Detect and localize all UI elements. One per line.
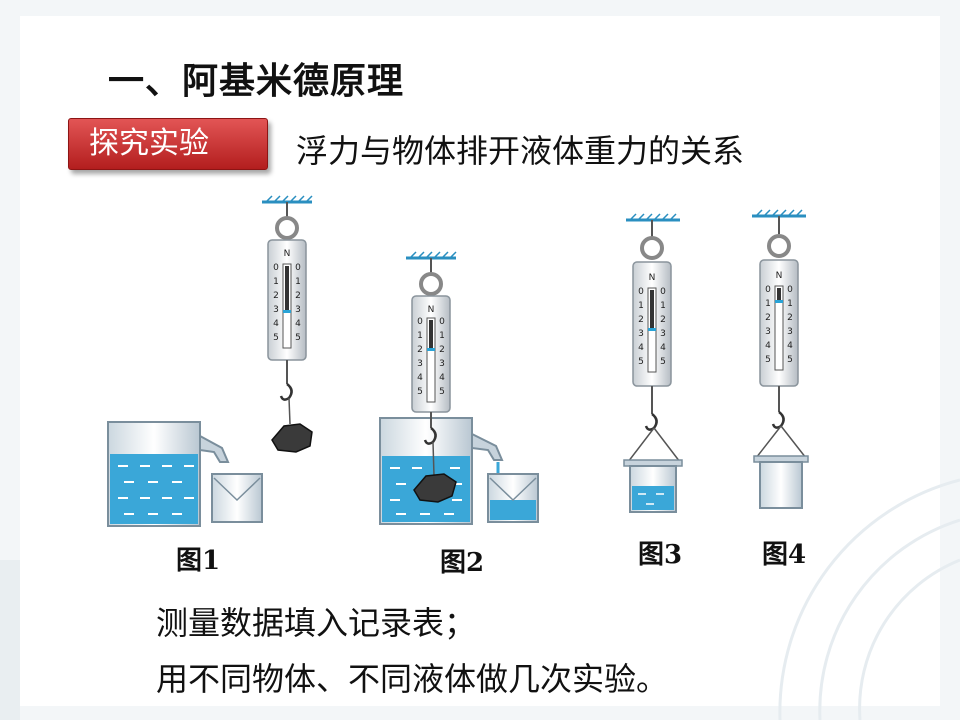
scale-tick-label: 2 bbox=[787, 313, 793, 323]
figure-4-diagram bbox=[752, 209, 809, 509]
spring-scale-1 bbox=[262, 195, 313, 425]
scale-tick-label: 4 bbox=[439, 373, 445, 383]
scale-tick-label: 3 bbox=[660, 329, 666, 339]
scale-unit-3: N bbox=[649, 273, 656, 283]
scale-tick-label: 2 bbox=[765, 313, 771, 323]
scale-tick-label: 2 bbox=[638, 315, 644, 325]
figure-3-diagram bbox=[623, 213, 683, 513]
scale-tick-label: 0 bbox=[295, 263, 301, 273]
scale-tick-label: 3 bbox=[787, 327, 793, 337]
scale-tick-label: 1 bbox=[295, 277, 301, 287]
overflow-beaker-1 bbox=[107, 421, 230, 527]
scale-tick-label: 1 bbox=[417, 331, 423, 341]
scale-tick-label: 4 bbox=[787, 341, 793, 351]
scale-tick-label: 1 bbox=[765, 299, 771, 309]
rock-1 bbox=[271, 423, 313, 453]
scale-tick-label: 1 bbox=[638, 301, 644, 311]
small-beaker-1 bbox=[211, 473, 263, 523]
scale-tick-label: 4 bbox=[660, 343, 666, 353]
scale-tick-label: 0 bbox=[765, 285, 771, 295]
scale-tick-label: 5 bbox=[765, 355, 771, 365]
scale-unit-1: N bbox=[284, 249, 291, 259]
small-beaker-2 bbox=[487, 473, 539, 523]
note-line-1: 测量数据填入记录表； bbox=[156, 604, 477, 642]
beaker-3 bbox=[623, 459, 683, 513]
scale-tick-label: 5 bbox=[660, 357, 666, 367]
scale-tick-label: 0 bbox=[417, 317, 423, 327]
scale-tick-label: 2 bbox=[660, 315, 666, 325]
scale-tick-label: 4 bbox=[273, 319, 279, 329]
scale-tick-label: 3 bbox=[765, 327, 771, 337]
scale-tick-label: 5 bbox=[417, 387, 423, 397]
scale-tick-label: 5 bbox=[787, 355, 793, 365]
scale-tick-label: 3 bbox=[439, 359, 445, 369]
overflow-beaker-2 bbox=[379, 417, 504, 525]
scale-tick-label: 2 bbox=[295, 291, 301, 301]
section-heading: 一、阿基米德原理 bbox=[108, 60, 405, 102]
rock-2 bbox=[413, 473, 457, 503]
spring-scale-3 bbox=[626, 213, 681, 463]
scale-tick-label: 2 bbox=[417, 345, 423, 355]
note-line-2: 用不同物体、不同液体做几次实验。 bbox=[156, 660, 669, 698]
figure-label-1: 图1 bbox=[176, 546, 221, 576]
scale-tick-label: 2 bbox=[439, 345, 445, 355]
scale-unit-4: N bbox=[776, 271, 783, 281]
scale-tick-label: 3 bbox=[295, 305, 301, 315]
scale-tick-label: 3 bbox=[638, 329, 644, 339]
scale-tick-label: 1 bbox=[660, 301, 666, 311]
scale-tick-label: 0 bbox=[787, 285, 793, 295]
scale-unit-2: N bbox=[428, 305, 435, 315]
scale-tick-label: 4 bbox=[417, 373, 423, 383]
scale-tick-label: 1 bbox=[787, 299, 793, 309]
scale-tick-label: 3 bbox=[417, 359, 423, 369]
figure-2-diagram bbox=[379, 251, 539, 525]
scale-tick-label: 0 bbox=[660, 287, 666, 297]
figure-label-4: 图4 bbox=[762, 540, 807, 570]
beaker-4 bbox=[753, 455, 809, 509]
experiment-tag: 探究实验 bbox=[68, 118, 268, 170]
scale-tick-label: 5 bbox=[638, 357, 644, 367]
scale-tick-label: 5 bbox=[273, 333, 279, 343]
scale-tick-label: 4 bbox=[638, 343, 644, 353]
spring-scale-2 bbox=[406, 251, 457, 477]
figure-label-3: 图3 bbox=[638, 540, 683, 570]
scale-tick-label: 5 bbox=[295, 333, 301, 343]
experiment-topic: 浮力与物体排开液体重力的关系 bbox=[296, 132, 745, 170]
figure-1-diagram bbox=[107, 195, 313, 527]
scale-tick-label: 0 bbox=[638, 287, 644, 297]
scale-tick-label: 5 bbox=[439, 387, 445, 397]
scale-tick-label: 2 bbox=[273, 291, 279, 301]
scale-tick-label: 4 bbox=[295, 319, 301, 329]
scale-tick-label: 4 bbox=[765, 341, 771, 351]
scale-tick-label: 0 bbox=[273, 263, 279, 273]
scale-tick-label: 3 bbox=[273, 305, 279, 315]
scale-tick-label: 0 bbox=[439, 317, 445, 327]
figure-label-2: 图2 bbox=[440, 548, 485, 578]
spring-scale-4 bbox=[752, 209, 807, 459]
scale-tick-label: 1 bbox=[273, 277, 279, 287]
scale-tick-label: 1 bbox=[439, 331, 445, 341]
